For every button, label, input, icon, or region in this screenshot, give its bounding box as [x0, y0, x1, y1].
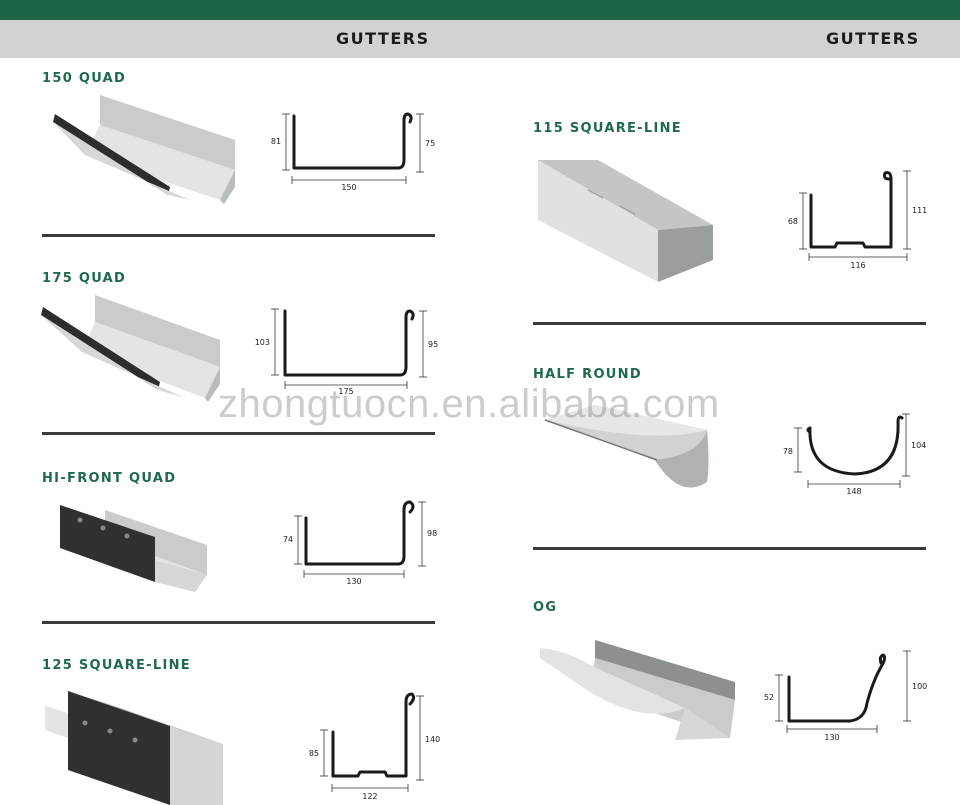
- profile-drawing-115-square-line: 68 111 116: [788, 170, 927, 270]
- divider: [42, 432, 435, 435]
- dim-front-half-round: 104: [911, 441, 926, 450]
- dim-back-175-quad: 103: [255, 338, 270, 347]
- gutter-photo-hi-front-quad: [60, 505, 207, 592]
- product-title-og: OG: [533, 600, 558, 615]
- dim-width-175-quad: 175: [338, 387, 353, 396]
- dim-width-og: 130: [824, 733, 839, 742]
- header-title-left: GUTTERS: [336, 29, 430, 48]
- dim-back-125-square-line: 85: [309, 749, 319, 758]
- dim-width-half-round: 148: [846, 487, 861, 496]
- product-title-175-quad: 175 QUAD: [42, 271, 127, 286]
- gutter-photo-150-quad: [53, 95, 235, 204]
- dim-back-half-round: 78: [783, 447, 793, 456]
- divider: [533, 547, 926, 550]
- dim-front-115-square-line: 111: [912, 206, 927, 215]
- dim-width-125-square-line: 122: [362, 792, 377, 801]
- product-title-150-quad: 150 QUAD: [42, 71, 127, 86]
- dim-width-115-square-line: 116: [850, 261, 865, 270]
- product-title-125-square-line: 125 SQUARE-LINE: [42, 658, 191, 673]
- dim-front-og: 100: [912, 682, 927, 691]
- profile-drawing-150-quad: 81 75 150: [271, 112, 435, 192]
- dim-front-150-quad: 75: [425, 139, 435, 148]
- dim-front-hi-front-quad: 98: [427, 529, 437, 538]
- product-title-115-square-line: 115 SQUARE-LINE: [533, 121, 682, 136]
- gutter-photo-115-square-line: [538, 160, 713, 282]
- header-title-right: GUTTERS: [826, 29, 920, 48]
- divider: [42, 621, 435, 624]
- header-band: [0, 20, 960, 58]
- profile-drawing-125-square-line: 85 140 122: [309, 692, 440, 801]
- dim-front-125-square-line: 140: [425, 735, 440, 744]
- dim-back-og: 52: [764, 693, 774, 702]
- gutter-photo-175-quad: [41, 295, 220, 402]
- profile-drawing-hi-front-quad: 74 98 130: [283, 500, 437, 586]
- dim-front-175-quad: 95: [428, 340, 438, 349]
- dim-width-hi-front-quad: 130: [346, 577, 361, 586]
- dim-width-150-quad: 150: [341, 183, 356, 192]
- profile-drawing-og: 52 100 130: [764, 650, 927, 742]
- product-title-half-round: HALF ROUND: [533, 367, 642, 382]
- gutter-photo-og: [540, 640, 735, 740]
- divider: [533, 322, 926, 325]
- product-title-hi-front-quad: HI-FRONT QUAD: [42, 471, 177, 486]
- gutter-photo-half-round: [544, 405, 709, 488]
- dim-back-150-quad: 81: [271, 137, 281, 146]
- profile-drawing-half-round: 78 104 148: [783, 413, 926, 496]
- gutter-photo-125-square-line: [45, 691, 223, 805]
- top-brand-bar: [0, 0, 960, 20]
- dim-back-115-square-line: 68: [788, 217, 798, 226]
- dim-back-hi-front-quad: 74: [283, 535, 293, 544]
- divider: [42, 234, 435, 237]
- profile-drawing-175-quad: 103 95 175: [255, 308, 438, 396]
